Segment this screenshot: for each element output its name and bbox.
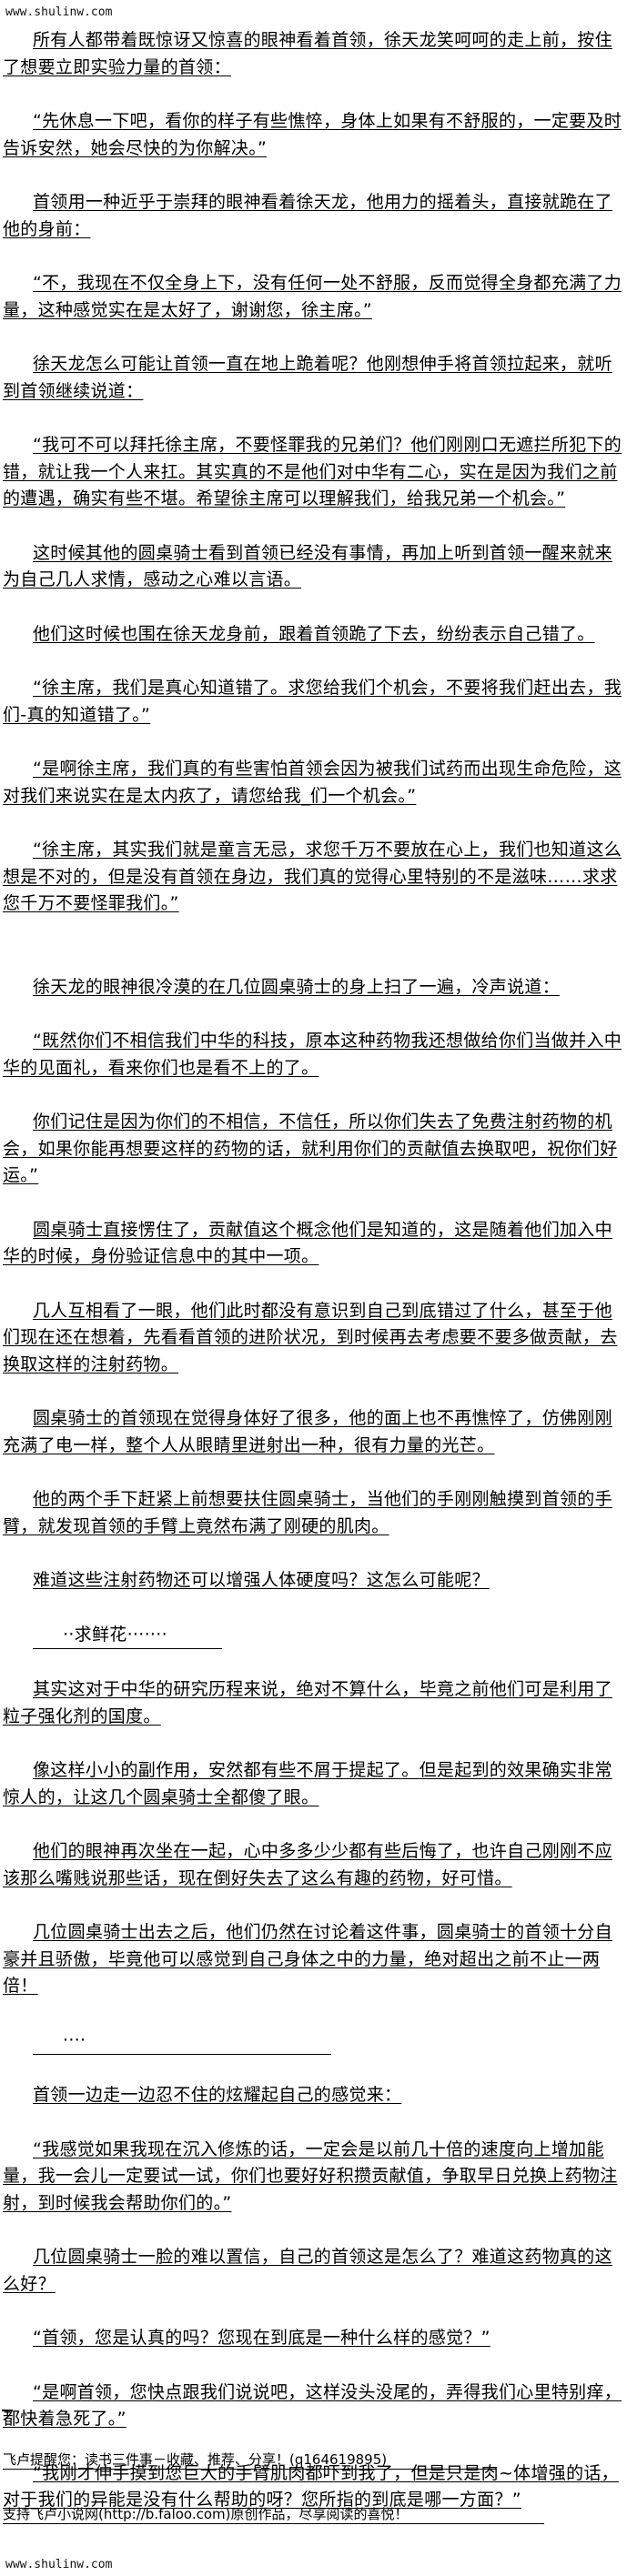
paragraph: 首领用一种近乎于崇拜的眼神看着徐天龙，他用力的摇着头，直接就跪在了他的身前： (3, 192, 612, 239)
paragraph: “不，我现在不仅全身上下，没有任何一处不舒服，反而觉得全身都充满了力量，这种感觉… (3, 273, 622, 320)
site-watermark-bottom: www.shulinw.com (5, 2558, 113, 2571)
divider-dash (2, 2410, 13, 2411)
paragraph: 他们这时候也围在徐天龙身前，跟着首领跪了下去，纷纷表示自己错了。 (33, 623, 595, 644)
paragraph: 你们记住是因为你们的不相信，不信任，所以你们失去了免费注射药物的机会，如果你能再… (3, 1112, 618, 1185)
paragraph: 几位圆桌骑士一脸的难以置信，自己的首领这是怎么了？难道这药物真的这么好？ (3, 2247, 612, 2294)
paragraph: 这时候其他的圆桌骑士看到首领已经没有事情，再加上听到首领一醒来就来为自己几人求情… (3, 542, 612, 590)
paragraph: “徐主席，我们是真心知道错了。求您给我们个机会，不要将我们赶出去，我们-真的知道… (3, 678, 622, 725)
chapter-body: 所有人都带着既惊讶又惊喜的眼神看着首领，徐天龙笑呵呵的走上前，按住了想要立即实验… (3, 27, 625, 2541)
footer-reminder: 飞卢提醒您：读书三件事－收藏、推荐、分享！(q164619895) (3, 2450, 497, 2470)
paragraph: 像这样小小的副作用，安然都有些不屑于提起了。但是起到的效果确实非常惊人的，让这几… (3, 1760, 612, 1807)
footer-support-text[interactable]: 支持飞卢小说网(http://b.faloo.com)原创作品，尽享阅读的喜悦！ (3, 2505, 545, 2524)
flower-request-text: ··求鲜花······· (33, 1622, 222, 1649)
paragraph: 所有人都带着既惊讶又惊喜的眼神看着首领，徐天龙笑呵呵的走上前，按住了想要立即实验… (3, 30, 612, 77)
paragraph: “我刚才伸手摸到您巨大的手臂肌肉都吓到我了，但是只是肉~体增强的话，对于我们的异… (3, 2462, 619, 2511)
separator-dots: ···· (33, 2028, 332, 2055)
footer-support: 支持飞卢小说网(http://b.faloo.com)原创作品，尽享阅读的喜悦！ (3, 2505, 545, 2524)
paragraph: “徐主席，其实我们就是童言无忌，求您千万不要放在心上，我们也知道这么想是不对的，… (3, 840, 622, 913)
separator-line: ···· (3, 2028, 625, 2055)
paragraph: 圆桌骑士的首领现在觉得身体好了很多，他的面上也不再憔悴了，仿佛刚刚充满了电一样，… (3, 1408, 612, 1455)
paragraph: 他的两个手下赶紧上前想要扶住圆桌骑士，当他们的手刚刚触摸到首领的手臂，就发现首领… (3, 1489, 612, 1536)
paragraph: 徐天龙的眼神很冷漠的在几位圆桌骑士的身上扫了一遍，冷声说道： (33, 976, 561, 997)
paragraph: “是啊首领，您快点跟我们说说吧，这样没头没尾的，弄得我们心里特别痒，都快着急死了… (3, 2381, 622, 2430)
paragraph: “我感觉如果我现在沉入修炼的话，一定会是以前几十倍的速度向上增加能量，我一会儿一… (3, 2138, 618, 2213)
paragraph: 其实这对于中华的研究历程来说，绝对不算什么，毕竟之前他们可是利用了粒子强化剂的国… (3, 1679, 612, 1726)
paragraph: 徐天龙怎么可能让首领一直在地上跪着呢？他刚想伸手将首领拉起来，就听到首领继续说道… (3, 354, 612, 401)
flower-request-line: ··求鲜花······· (3, 1622, 625, 1649)
paragraph: 他们的眼神再次坐在一起，心中多多少少都有些后悔了，也许自己刚刚不应该那么嘴贱说那… (3, 1841, 612, 1888)
site-watermark-top: www.shulinw.com (5, 5, 113, 19)
paragraph: 几位圆桌骑士出去之后，他们仍然在讨论着这件事，圆桌骑士的首领十分自豪并且骄傲，毕… (3, 1922, 612, 1996)
paragraph: “是啊徐主席，我们真的有些害怕首领会因为被我们试药而出现生命危险，这对我们来说实… (3, 759, 622, 806)
paragraph: 圆桌骑士直接愣住了，贡献值这个概念他们是知道的，这是随着他们加入中华的时候，身份… (3, 1219, 612, 1267)
paragraph: “先休息一下吧，看你的样子有些憔悴，身体上如果有不舒服的，一定要及时告诉安然，她… (3, 111, 622, 158)
paragraph: “我可不可以拜托徐主席，不要怪罪我的兄弟们？他们刚刚口无遮拦所犯下的错，就让我一… (3, 435, 622, 508)
paragraph: 难道这些注射药物还可以增强人体硬度吗？这怎么可能呢？ (33, 1570, 490, 1590)
footer-reminder-text: 飞卢提醒您：读书三件事－收藏、推荐、分享！(q164619895) (3, 2450, 497, 2470)
paragraph: “首领，您是认真的吗？您现在到底是一种什么样的感觉？” (33, 2328, 490, 2348)
paragraph: 几人互相看了一眼，他们此时都没有意识到自己到底错过了什么，甚至于他们现在还在想着… (3, 1300, 618, 1374)
paragraph: “既然你们不相信我们中华的科技，原本这种药物我还想做给你们当做并入中华的见面礼，… (3, 1031, 622, 1078)
paragraph: 首领一边走一边忍不住的炫耀起自己的感觉来： (33, 2085, 402, 2105)
